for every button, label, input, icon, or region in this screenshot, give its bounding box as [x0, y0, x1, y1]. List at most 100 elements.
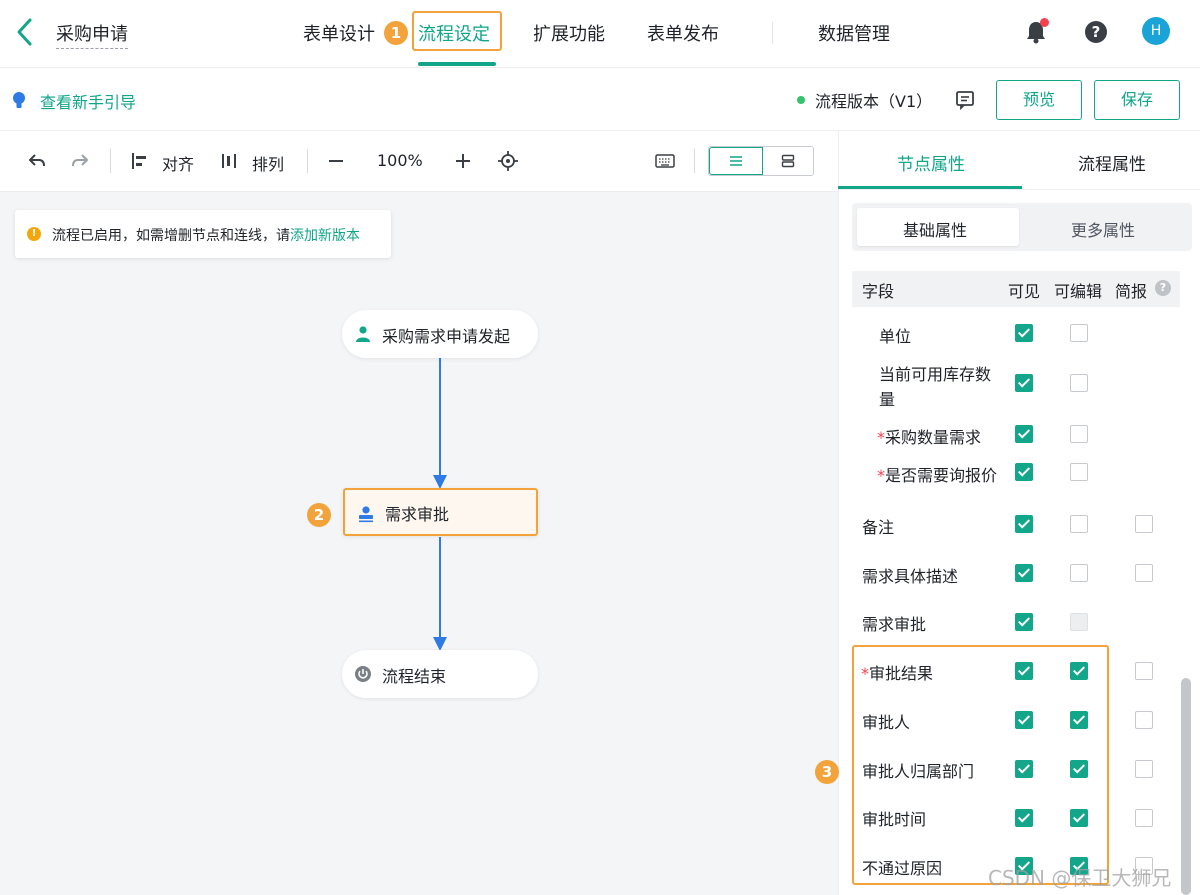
menu-lines-icon	[730, 156, 742, 166]
tab-form-design[interactable]: 表单设计	[303, 24, 375, 45]
align-label[interactable]: 对齐	[162, 155, 195, 174]
sub-tab-more[interactable]: 更多属性	[1071, 221, 1136, 240]
help-icon[interactable]: ?	[1085, 21, 1107, 43]
visible-checkbox[interactable]	[1015, 374, 1033, 392]
zoom-out-icon[interactable]	[327, 152, 345, 170]
editable-checkbox[interactable]	[1070, 760, 1088, 778]
tab-extensions[interactable]: 扩展功能	[533, 24, 605, 45]
editable-checkbox[interactable]	[1070, 324, 1088, 342]
tab-data-management[interactable]: 数据管理	[818, 24, 890, 45]
preview-button[interactable]: 预览	[996, 80, 1082, 120]
editable-checkbox[interactable]	[1070, 564, 1088, 582]
tab-flow-properties[interactable]: 流程属性	[1078, 155, 1146, 175]
toolbar-divider	[694, 149, 695, 173]
brief-checkbox[interactable]	[1135, 857, 1153, 875]
card-view-button[interactable]	[763, 147, 813, 175]
nav-divider	[772, 22, 773, 44]
avatar[interactable]: H	[1142, 17, 1170, 45]
tab-node-properties[interactable]: 节点属性	[897, 155, 965, 175]
visible-checkbox[interactable]	[1015, 564, 1033, 582]
panel-scrollbar[interactable]	[1181, 678, 1191, 895]
align-icon[interactable]	[131, 152, 149, 170]
tab-flow-settings[interactable]: 流程设定	[418, 24, 490, 45]
field-label: 需求审批	[862, 615, 927, 634]
field-label-line2: 量	[879, 390, 896, 409]
visible-checkbox[interactable]	[1015, 425, 1033, 443]
notice-banner: ! 流程已启用，如需增删节点和连线，请添加新版本	[15, 210, 391, 258]
editable-checkbox[interactable]	[1070, 374, 1088, 392]
flow-node-end[interactable]: 流程结束	[342, 650, 538, 698]
sub-bar: 查看新手引导 流程版本（V1） 预览 保存	[0, 69, 1200, 131]
sub-tab-active-bg	[857, 208, 1019, 246]
visible-checkbox[interactable]	[1015, 613, 1033, 631]
flow-node-start[interactable]: 采购需求申请发起	[342, 310, 538, 358]
visible-checkbox[interactable]	[1015, 515, 1033, 533]
app-title[interactable]: 采购申请	[56, 20, 128, 49]
node-label: 需求审批	[385, 505, 450, 524]
required-mark: *	[861, 664, 869, 683]
comment-icon[interactable]	[955, 90, 975, 110]
brief-checkbox[interactable]	[1135, 809, 1153, 827]
step-badge-2: 2	[307, 503, 331, 527]
redo-icon[interactable]	[70, 151, 90, 171]
question-icon[interactable]: ?	[1155, 280, 1171, 296]
brief-checkbox[interactable]	[1135, 760, 1153, 778]
visible-checkbox[interactable]	[1015, 857, 1033, 875]
tab-form-publish[interactable]: 表单发布	[647, 24, 719, 45]
editable-checkbox[interactable]	[1070, 857, 1088, 875]
field-label: *是否需要询报价	[877, 466, 998, 485]
field-label: 不通过原因	[862, 859, 943, 878]
editable-checkbox[interactable]	[1070, 463, 1088, 481]
editable-checkbox[interactable]	[1070, 711, 1088, 729]
field-label: 当前可用库存数	[879, 365, 992, 384]
editable-checkbox[interactable]	[1070, 809, 1088, 827]
top-nav: 采购申请 表单设计 1 流程设定 扩展功能 表单发布 数据管理 ? H	[0, 0, 1200, 68]
panel-tab-divider	[838, 189, 1200, 190]
visible-checkbox[interactable]	[1015, 809, 1033, 827]
guide-link[interactable]: 查看新手引导	[40, 93, 137, 112]
step-badge-1: 1	[384, 21, 408, 45]
back-arrow-icon[interactable]	[12, 16, 40, 48]
editable-checkbox[interactable]	[1070, 515, 1088, 533]
brief-checkbox[interactable]	[1135, 662, 1153, 680]
visible-checkbox[interactable]	[1015, 324, 1033, 342]
col-editable: 可编辑	[1054, 282, 1103, 301]
sub-tab-basic[interactable]: 基础属性	[903, 221, 968, 240]
zoom-in-icon[interactable]	[454, 152, 472, 170]
view-toggle	[708, 146, 814, 176]
field-label: 备注	[862, 518, 895, 537]
flow-node-approval[interactable]: 需求审批	[343, 488, 538, 536]
bell-icon[interactable]	[1025, 20, 1047, 44]
field-label: *采购数量需求	[877, 428, 982, 447]
field-table-header	[852, 271, 1180, 307]
visible-checkbox[interactable]	[1015, 760, 1033, 778]
col-brief: 简报	[1115, 282, 1148, 301]
toolbar-divider	[110, 149, 111, 173]
col-visible: 可见	[1008, 282, 1041, 301]
required-mark: *	[877, 466, 885, 485]
visible-checkbox[interactable]	[1015, 463, 1033, 481]
arrange-icon[interactable]	[221, 152, 239, 170]
approval-fields-highlight	[852, 645, 1109, 885]
undo-icon[interactable]	[27, 151, 47, 171]
required-mark: *	[877, 428, 885, 447]
panel-tab-underline	[838, 186, 1022, 189]
visible-checkbox[interactable]	[1015, 662, 1033, 680]
stack-icon	[781, 154, 795, 168]
brief-checkbox[interactable]	[1135, 564, 1153, 582]
keyboard-icon[interactable]	[655, 153, 675, 169]
list-view-button[interactable]	[709, 147, 763, 175]
brief-checkbox[interactable]	[1135, 711, 1153, 729]
node-label: 流程结束	[382, 667, 447, 686]
visible-checkbox[interactable]	[1015, 711, 1033, 729]
save-button[interactable]: 保存	[1094, 80, 1180, 120]
flow-version[interactable]: 流程版本（V1）	[815, 92, 933, 111]
arrange-label[interactable]: 排列	[252, 155, 285, 174]
editable-checkbox[interactable]	[1070, 662, 1088, 680]
canvas-toolbar: 对齐 排列 100%	[0, 131, 838, 192]
editable-checkbox[interactable]	[1070, 425, 1088, 443]
brief-checkbox[interactable]	[1135, 515, 1153, 533]
lightbulb-icon	[13, 92, 25, 108]
locate-icon[interactable]	[498, 151, 518, 171]
add-version-link[interactable]: 添加新版本	[290, 228, 360, 244]
